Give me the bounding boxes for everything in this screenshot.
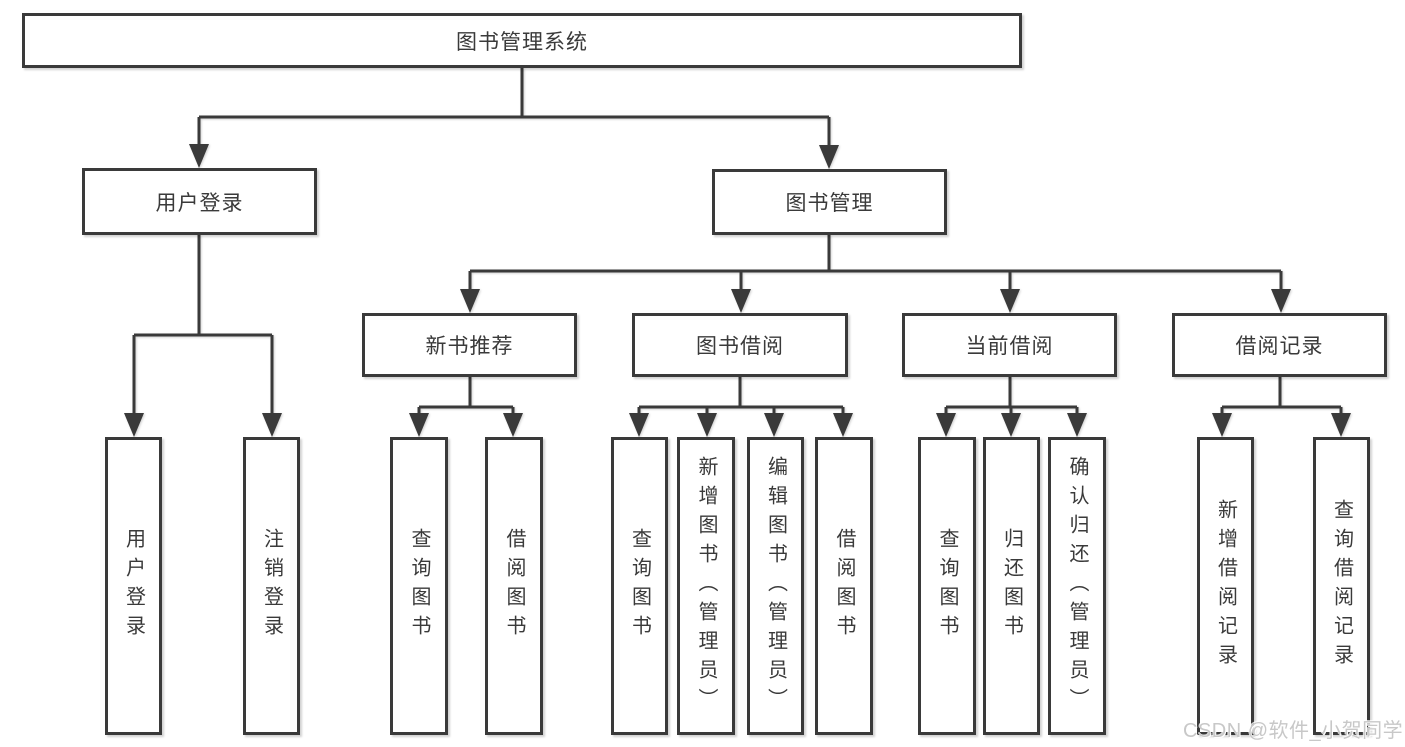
node-label: 图书借阅: [696, 335, 784, 358]
node-user-login: 用户登录: [82, 168, 317, 235]
node-label: 借阅图书: [833, 528, 855, 644]
watermark: CSDN @软件_小贺同学: [1183, 720, 1404, 742]
node-label: 用户登录: [155, 191, 244, 215]
node-label: 图书管理系统: [456, 30, 588, 54]
node-label: 注销登录: [260, 528, 283, 644]
node-label: 确认归还（管理员）: [1066, 455, 1088, 717]
leaf-query-books-current: 查询图书: [918, 437, 976, 735]
node-label: 借阅记录: [1235, 335, 1324, 358]
node-book-borrowing: 图书借阅: [632, 313, 848, 377]
leaf-logout-login: 注销登录: [243, 437, 300, 735]
leaf-add-books-admin: 新增图书（管理员）: [677, 437, 735, 735]
node-label: 查询图书: [408, 528, 430, 644]
leaf-return-books: 归还图书: [983, 437, 1040, 735]
leaf-borrow-books-recommend: 借阅图书: [485, 437, 543, 735]
node-label: 查询图书: [936, 528, 958, 644]
leaf-confirm-return-admin: 确认归还（管理员）: [1048, 437, 1106, 735]
node-label: 归还图书: [1000, 528, 1023, 644]
leaf-query-books-recommend: 查询图书: [390, 437, 448, 735]
node-label: 新书推荐: [425, 335, 514, 358]
node-label: 用户登录: [122, 528, 145, 644]
leaf-user-login: 用户登录: [105, 437, 162, 735]
node-label: 借阅图书: [503, 528, 525, 644]
node-borrowing-records: 借阅记录: [1172, 313, 1387, 377]
node-label: 新增图书（管理员）: [695, 455, 717, 717]
leaf-query-books-borrowing: 查询图书: [611, 437, 668, 735]
node-current-borrowing: 当前借阅: [902, 313, 1117, 377]
node-label: 查询借阅记录: [1330, 499, 1353, 673]
leaf-add-borrow-record: 新增借阅记录: [1197, 437, 1254, 735]
leaf-edit-books-admin: 编辑图书（管理员）: [747, 437, 804, 735]
node-label: 当前借阅: [965, 335, 1054, 358]
node-label: 图书管理: [785, 192, 874, 215]
node-library-management-system: 图书管理系统: [22, 13, 1022, 68]
node-label: 新增借阅记录: [1214, 499, 1237, 673]
leaf-query-borrow-record: 查询借阅记录: [1313, 437, 1370, 735]
node-book-management: 图书管理: [712, 169, 947, 235]
leaf-borrow-books: 借阅图书: [815, 437, 873, 735]
node-new-book-recommendation: 新书推荐: [362, 313, 577, 377]
node-label: 编辑图书（管理员）: [764, 455, 787, 717]
node-label: 查询图书: [628, 528, 651, 644]
